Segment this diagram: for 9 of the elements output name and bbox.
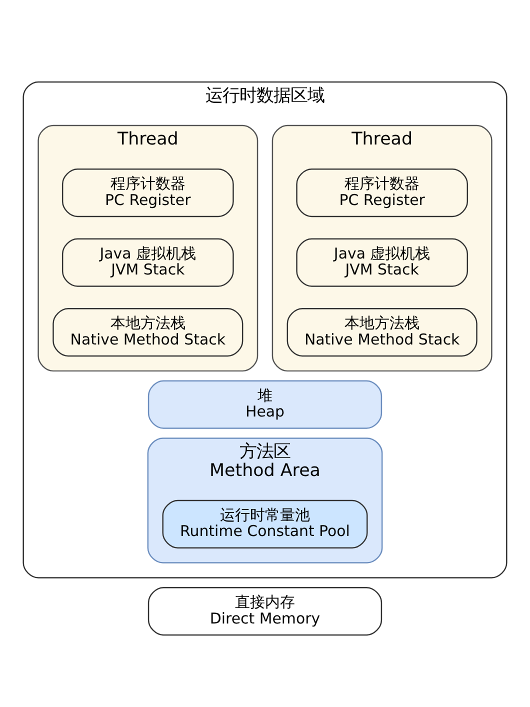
node-box: 直接内存 Direct Memory	[148, 587, 382, 636]
node-box: 本地方法栈 Native Method Stack	[52, 308, 244, 357]
node-box: 堆 Heap	[148, 380, 382, 429]
node-box: 运行时常量池 Runtime Constant Pool	[162, 500, 368, 548]
node-box: 程序计数器 PC Register	[62, 168, 234, 218]
node-box: Java 虚拟机栈 JVM Stack	[62, 238, 234, 287]
node-box: 程序计数器 PC Register	[296, 168, 468, 218]
node-box: Java 虚拟机栈 JVM Stack	[296, 238, 468, 287]
node-box: 本地方法栈 Native Method Stack	[286, 308, 478, 357]
